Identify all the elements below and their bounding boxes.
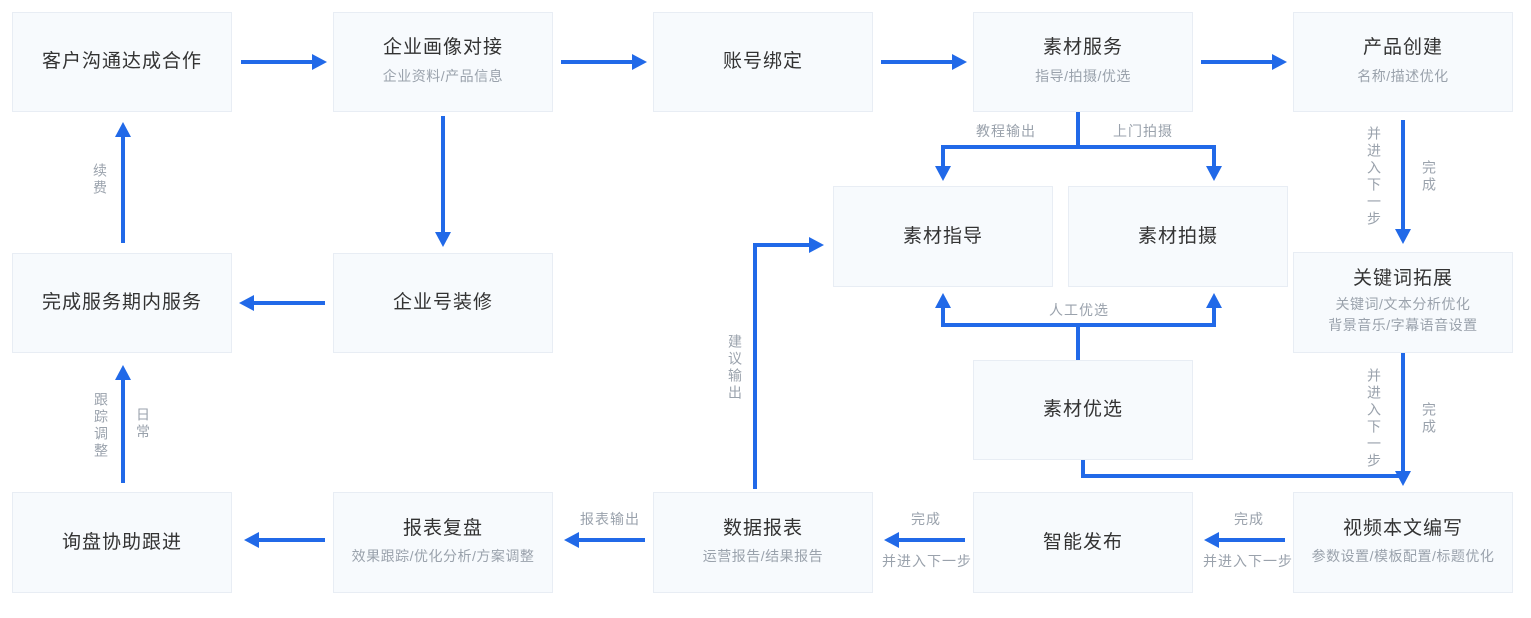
node-report-review: 报表复盘 效果跟踪/优化分析/方案调整 [333, 492, 553, 593]
edge-label-complete: 完成 [1234, 511, 1264, 527]
node-subtitle: 关键词/文本分析优化 [1335, 295, 1471, 312]
node-keyword-expansion: 关键词拓展 关键词/文本分析优化 背景音乐/字幕语音设置 [1293, 252, 1513, 353]
node-video-script: 视频本文编写 参数设置/模板配置/标题优化 [1293, 492, 1513, 593]
node-smart-publish: 智能发布 [973, 492, 1193, 593]
node-subtitle: 参数设置/模板配置/标题优化 [1311, 548, 1495, 565]
node-title: 企业画像对接 [382, 37, 503, 59]
edge-label-renewal: 续费 [92, 163, 108, 197]
edge-label-report-output: 报表输出 [580, 511, 640, 527]
node-material-shooting: 素材拍摄 [1068, 186, 1288, 287]
edge-selection-to-guidance [935, 293, 1078, 327]
edge-label-and-next-step: 并进入下一步 [1366, 126, 1382, 228]
node-product-creation: 产品创建 名称/描述优化 [1293, 12, 1513, 112]
node-subtitle: 效果跟踪/优化分析/方案调整 [351, 548, 535, 565]
node-data-report: 数据报表 运营报告/结果报告 [653, 492, 873, 593]
edge-label-daily: 日常 [135, 407, 151, 441]
edge-label-and-next-step: 并进入下一步 [882, 553, 972, 569]
edge-label-complete: 完成 [1421, 160, 1437, 194]
node-account-decoration: 企业号装修 [333, 253, 553, 353]
edge-label-manual-selection: 人工优选 [1049, 302, 1109, 318]
edge-label-tutorial-output: 教程输出 [976, 123, 1036, 139]
edge-split-to-guidance [935, 145, 1078, 181]
node-material-guidance: 素材指导 [833, 186, 1053, 287]
node-title: 素材服务 [1042, 37, 1123, 59]
edge-label-suggestion-output: 建议输出 [727, 334, 743, 402]
node-subtitle: 指导/拍摄/优选 [1035, 67, 1131, 84]
node-title: 素材优选 [1042, 399, 1123, 421]
node-title: 数据报表 [722, 517, 803, 539]
node-title: 客户沟通达成合作 [41, 51, 202, 73]
edge-selection-to-script-join [1081, 459, 1399, 478]
edge-label-complete: 完成 [911, 511, 941, 527]
node-title: 产品创建 [1362, 37, 1443, 59]
node-subtitle: 背景音乐/字幕语音设置 [1328, 317, 1478, 334]
edge-label-and-next-step: 并进入下一步 [1203, 553, 1293, 569]
node-title: 账号绑定 [722, 51, 803, 73]
node-title: 关键词拓展 [1352, 267, 1453, 289]
node-customer-cooperation: 客户沟通达成合作 [12, 12, 232, 112]
node-title: 企业号装修 [392, 292, 493, 314]
node-material-service: 素材服务 指导/拍摄/优选 [973, 12, 1193, 112]
edge-label-tracking-adjustment: 跟踪调整 [93, 392, 109, 460]
node-subtitle: 名称/描述优化 [1357, 67, 1449, 84]
node-title: 素材拍摄 [1137, 225, 1218, 247]
edge-label-and-next-step: 并进入下一步 [1366, 368, 1382, 470]
node-title: 询盘协助跟进 [61, 531, 182, 553]
edge-label-complete: 完成 [1421, 402, 1437, 436]
node-title: 智能发布 [1042, 531, 1123, 553]
node-account-binding: 账号绑定 [653, 12, 873, 112]
node-subtitle: 运营报告/结果报告 [702, 548, 824, 565]
node-in-service-completion: 完成服务期内服务 [12, 253, 232, 353]
node-enterprise-profile: 企业画像对接 企业资料/产品信息 [333, 12, 553, 112]
node-inquiry-follow: 询盘协助跟进 [12, 492, 232, 593]
node-title: 完成服务期内服务 [41, 292, 202, 314]
node-title: 素材指导 [902, 225, 983, 247]
edge-report-to-guidance-suggestion [753, 237, 824, 489]
edge-split-to-shooting [1078, 145, 1222, 181]
node-subtitle-group: 关键词/文本分析优化 背景音乐/字幕语音设置 [1328, 294, 1477, 337]
edge-selection-to-shooting [1078, 293, 1222, 327]
edge-label-onsite-shooting: 上门拍摄 [1113, 123, 1173, 139]
node-title: 视频本文编写 [1342, 517, 1463, 539]
node-title: 报表复盘 [402, 517, 483, 539]
node-subtitle: 企业资料/产品信息 [382, 67, 504, 84]
node-material-selection: 素材优选 [973, 360, 1193, 460]
